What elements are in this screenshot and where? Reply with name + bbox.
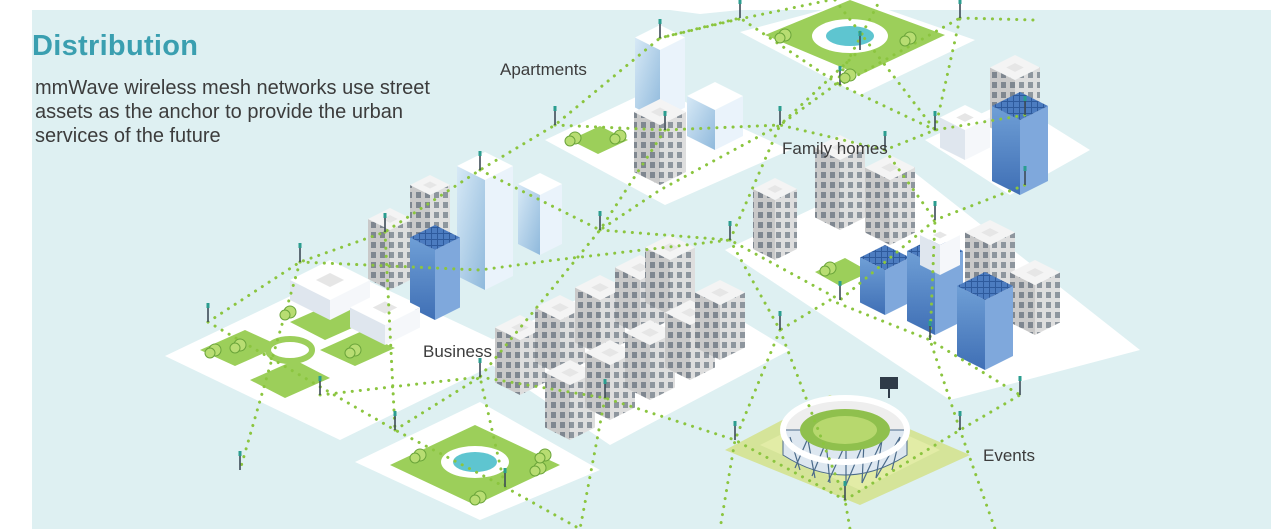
street-pole-node [933,201,937,220]
street-pole-node [958,0,962,18]
building [920,225,960,275]
street-pole-node [318,376,322,395]
street-pole-node [883,131,887,150]
building [518,173,562,255]
street-pole-node [658,19,662,38]
street-pole-node [728,221,732,240]
label-business: Business [423,342,492,361]
building [290,260,370,320]
tree [229,338,247,354]
tree [204,343,222,359]
building [457,152,513,290]
building [992,92,1048,195]
buildings [290,25,1060,440]
street-pole-node [206,303,210,322]
tree [819,261,837,277]
label-apartments: Apartments [500,60,587,79]
label-family-homes: Family homes [782,139,888,158]
street-pole-node [1018,376,1022,395]
street-pole-node [738,0,742,18]
street-pole-node [383,213,387,232]
building [865,155,915,245]
street-pole-node [933,111,937,130]
building [957,272,1013,370]
street-pole-node [733,421,737,440]
building [350,290,420,345]
tree [774,28,792,44]
street-pole-node [778,311,782,330]
street-pole-node [238,451,242,470]
tree [534,448,552,464]
building [585,340,635,420]
street-pole-node [958,411,962,430]
building [687,82,743,150]
street-pole-node [603,379,607,398]
street-pole-node [393,411,397,430]
tree [899,31,917,47]
building [753,178,797,260]
building [410,225,460,320]
street-pole-node [1023,96,1027,115]
building [625,320,675,400]
street-pole-node [1023,166,1027,185]
street-pole-node [478,358,482,377]
street-pole-node [843,481,847,500]
building [860,245,910,315]
stadium [725,377,970,505]
page-description: mmWave wireless mesh networks use street… [35,77,430,147]
building [1010,260,1060,335]
building [368,208,412,290]
street-pole-node [928,321,932,340]
street-pole-node [778,106,782,125]
tree [409,448,427,464]
tree [469,490,487,506]
street-pole-node [503,468,507,487]
tree [564,131,582,147]
mesh-nodes [206,0,1027,500]
label-events: Events [983,446,1035,465]
tree [839,68,857,84]
street-pole-node [598,211,602,230]
building [815,135,865,230]
building [695,280,745,360]
page-title: Distribution [32,30,199,62]
tree [609,129,627,145]
building [634,99,686,185]
street-pole-node [298,243,302,262]
block-top-left [655,0,760,14]
street-pole-node [478,151,482,170]
street-pole-node [838,281,842,300]
tree [344,343,362,359]
street-pole-node [858,31,862,50]
street-pole-node [553,106,557,125]
street-pole-node [663,111,667,130]
tree [279,305,297,321]
